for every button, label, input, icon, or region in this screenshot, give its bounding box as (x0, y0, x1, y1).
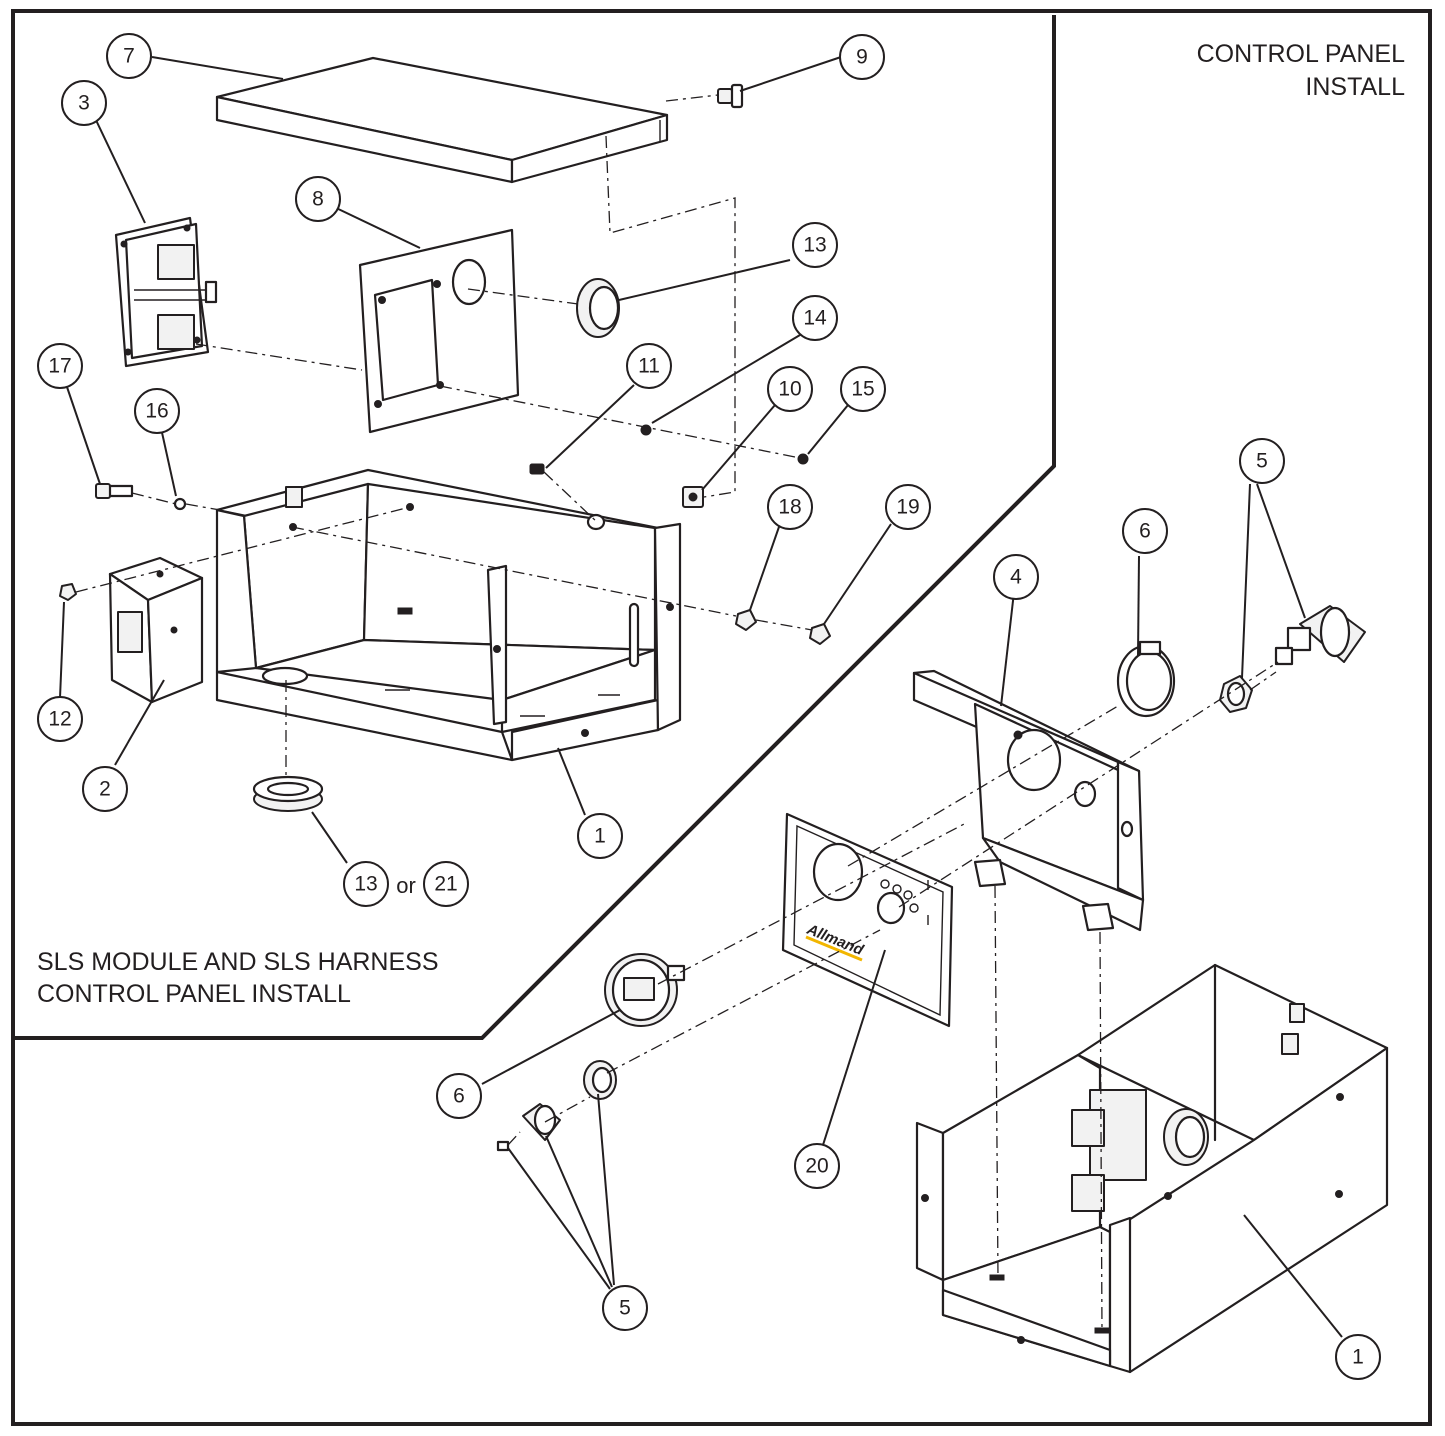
svg-text:15: 15 (851, 378, 874, 401)
svg-text:6: 6 (453, 1085, 465, 1108)
callout-4: 4 (993, 554, 1039, 600)
callout-18: 18 (767, 484, 813, 530)
or-label: or (396, 873, 416, 898)
callout-19: 19 (885, 484, 931, 530)
screw-11 (529, 463, 545, 475)
logo-accent-stripe (805, 935, 863, 962)
svg-text:14: 14 (803, 307, 827, 330)
mounting-plate (358, 228, 520, 434)
callout-12: 12 (37, 696, 83, 742)
svg-text:3: 3 (78, 92, 90, 115)
hour-meter-gauge (604, 953, 686, 1027)
callout-6-lower: 6 (436, 1073, 482, 1119)
retaining-ring-upper (1116, 640, 1176, 718)
svg-text:6: 6 (1139, 520, 1151, 543)
svg-text:4: 4 (1010, 566, 1022, 589)
page-title-line1: CONTROL PANEL (1197, 40, 1405, 68)
callout-6-upper: 6 (1122, 508, 1168, 554)
svg-text:21: 21 (434, 873, 457, 896)
svg-text:11: 11 (638, 355, 660, 378)
svg-text:13: 13 (354, 873, 377, 896)
nut-10 (682, 486, 704, 508)
callout-8: 8 (295, 176, 341, 222)
inset-caption-line1: SLS MODULE AND SLS HARNESS (37, 948, 439, 976)
svg-text:9: 9 (856, 46, 868, 69)
svg-text:2: 2 (99, 778, 111, 801)
callout-20: 20 (794, 1143, 840, 1189)
switch-nut-lower (583, 1060, 617, 1100)
callout-14: 14 (792, 295, 838, 341)
callout-1-inset: 1 (577, 813, 623, 859)
callout-13-lower: 13 (343, 861, 389, 907)
enclosure-box-inset (215, 468, 682, 762)
cover-panel (215, 56, 669, 184)
cover-screw (717, 83, 744, 109)
inset-caption-line2: CONTROL PANEL INSTALL (37, 980, 351, 1008)
hex-nut-5 (1219, 675, 1253, 713)
callout-10: 10 (767, 366, 813, 412)
page-title-line2: INSTALL (1305, 73, 1405, 101)
callout-3: 3 (61, 80, 107, 126)
grommet-upper (576, 278, 620, 338)
svg-text:5: 5 (619, 1297, 631, 1320)
svg-text:13: 13 (803, 234, 826, 257)
bolt-17 (95, 483, 134, 499)
callout-5-upper: 5 (1239, 438, 1285, 484)
outer-frame (11, 9, 1432, 1426)
nut-15 (797, 453, 809, 465)
nut-18 (735, 609, 757, 631)
callout-9: 9 (839, 34, 885, 80)
svg-text:1: 1 (1352, 1346, 1364, 1369)
svg-text:7: 7 (123, 45, 135, 68)
svg-text:8: 8 (312, 188, 324, 211)
svg-text:17: 17 (48, 355, 71, 378)
nut-12 (59, 583, 77, 601)
svg-text:12: 12 (48, 708, 71, 731)
washer-16 (173, 497, 187, 511)
faceplate-decal: Allmand (781, 812, 954, 1028)
svg-text:1: 1 (594, 825, 606, 848)
switch-body-lower (496, 1103, 561, 1152)
inset-boundary (15, 15, 1056, 1040)
svg-text:5: 5 (1256, 450, 1268, 473)
svg-text:20: 20 (805, 1155, 828, 1178)
callout-5-lower: 5 (602, 1285, 648, 1331)
callout-11: 11 (626, 343, 672, 389)
switch-assembly (1274, 605, 1366, 666)
svg-text:18: 18 (778, 496, 801, 519)
callout-15: 15 (840, 366, 886, 412)
svg-text:19: 19 (896, 496, 919, 519)
relay-module (114, 216, 218, 368)
callout-7: 7 (106, 33, 152, 79)
washer-14 (640, 424, 652, 436)
callout-16: 16 (134, 388, 180, 434)
svg-text:10: 10 (778, 378, 801, 401)
callout-2: 2 (82, 766, 128, 812)
panel-bracket (912, 669, 1145, 932)
callout-1-main: 1 (1335, 1334, 1381, 1380)
sls-module (108, 556, 204, 704)
callout-13-upper: 13 (792, 222, 838, 268)
svg-text:16: 16 (145, 400, 168, 423)
enclosure-box-main (915, 963, 1389, 1374)
nut-19 (809, 623, 831, 645)
callout-21: 21 (423, 861, 469, 907)
grommet-lower (252, 775, 324, 812)
callout-17: 17 (37, 343, 83, 389)
